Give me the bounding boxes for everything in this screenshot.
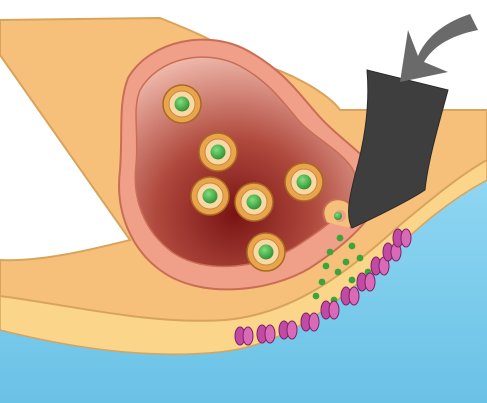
neurotransmitter-dot bbox=[327, 249, 334, 256]
neurotransmitter-dot bbox=[335, 269, 342, 276]
down-left-arrow-icon bbox=[400, 14, 478, 82]
neurotransmitter-dot bbox=[349, 277, 356, 284]
receptor-protein bbox=[341, 287, 359, 305]
receptor-protein bbox=[279, 321, 297, 339]
neurotransmitter-dot bbox=[343, 259, 350, 266]
neurotransmitter-dot bbox=[349, 243, 356, 250]
neurotransmitter-dot bbox=[323, 263, 330, 270]
synaptic-vesicle bbox=[199, 133, 237, 171]
neurotransmitter-dot bbox=[357, 255, 364, 262]
receptor-protein bbox=[393, 229, 411, 247]
neurotransmitter-dot bbox=[337, 235, 344, 242]
synaptic-vesicle bbox=[163, 85, 201, 123]
synaptic-vesicle bbox=[285, 163, 323, 201]
receptor-protein bbox=[357, 273, 375, 291]
receptor-protein bbox=[235, 327, 253, 345]
receptor-protein bbox=[301, 313, 319, 331]
synaptic-vesicle bbox=[235, 183, 273, 221]
receptor-protein bbox=[257, 325, 275, 343]
neurotransmitter-dot bbox=[319, 279, 326, 286]
neurotransmitter-dot bbox=[313, 293, 320, 300]
receptor-protein bbox=[321, 301, 339, 319]
synaptic-vesicle bbox=[247, 233, 285, 271]
synaptic-vesicle bbox=[191, 177, 229, 215]
